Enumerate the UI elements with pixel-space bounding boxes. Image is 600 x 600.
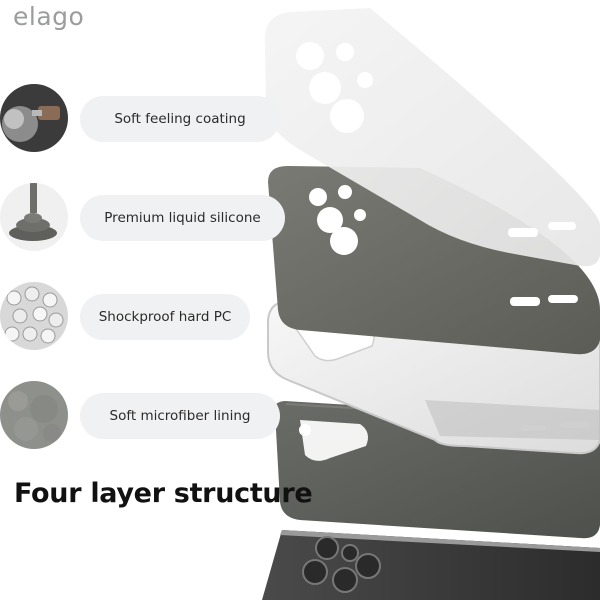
layer-pill: Premium liquid silicone bbox=[80, 195, 285, 241]
layer-pill: Shockproof hard PC bbox=[80, 294, 250, 340]
layer-row-silicone: Premium liquid silicone bbox=[0, 183, 290, 253]
liquid-silicone-icon bbox=[0, 183, 68, 251]
soft-coating-layer bbox=[264, 8, 600, 267]
layer-pill: Soft feeling coating bbox=[80, 96, 280, 142]
elago-logo: elago bbox=[13, 2, 85, 31]
layer-label: Premium liquid silicone bbox=[104, 210, 261, 226]
pc-pellets-icon bbox=[0, 282, 68, 350]
layer-pill: Soft microfiber lining bbox=[80, 393, 280, 439]
layer-label: Soft microfiber lining bbox=[109, 408, 251, 424]
microfiber-icon bbox=[0, 381, 68, 449]
spray-coating-icon bbox=[0, 84, 68, 152]
phone-body bbox=[262, 530, 600, 600]
layer-row-pc: Shockproof hard PC bbox=[0, 282, 290, 352]
headline: Four layer structure bbox=[14, 478, 313, 509]
liquid-silicone-layer bbox=[268, 165, 600, 355]
layer-label: Soft feeling coating bbox=[114, 111, 246, 127]
layer-row-microfiber: Soft microfiber lining bbox=[0, 381, 290, 451]
layer-row-coating: Soft feeling coating bbox=[0, 84, 290, 154]
layer-label: Shockproof hard PC bbox=[98, 309, 232, 325]
